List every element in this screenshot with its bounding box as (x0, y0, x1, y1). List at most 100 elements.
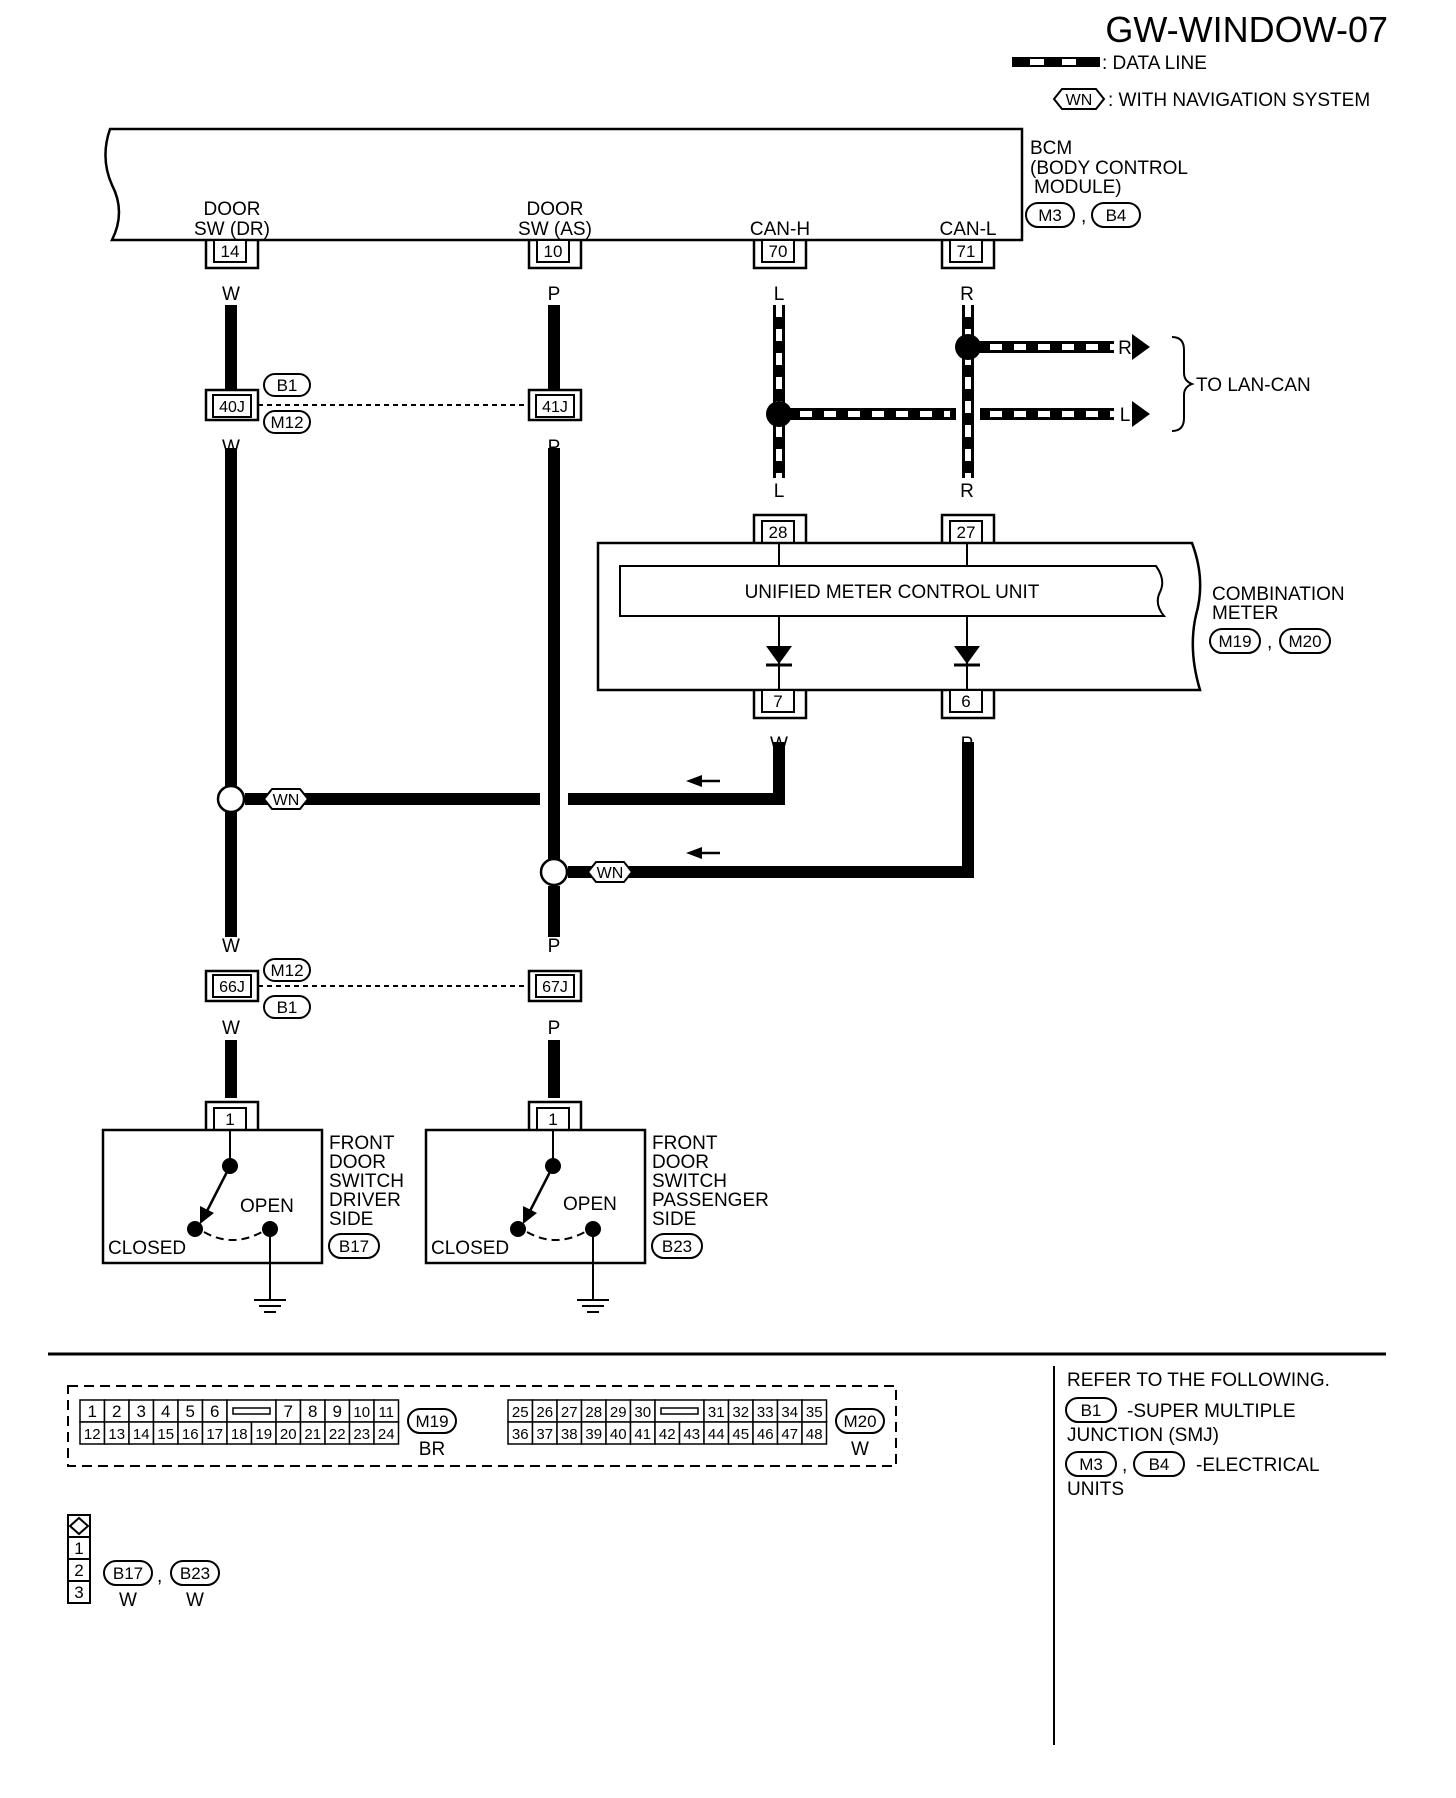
separator: , (157, 1566, 162, 1587)
wire-color-label: P (548, 437, 561, 458)
switch-name: PASSENGER (652, 1190, 769, 1211)
connector-pin-number: 30 (634, 1404, 651, 1421)
connector-id-tag: M19 (407, 1408, 457, 1434)
diode-icon (766, 646, 792, 667)
junction-connector-tag: B1 (263, 373, 311, 397)
refer-heading: REFER TO THE FOLLOWING. (1067, 1370, 1330, 1391)
switch-name: SWITCH (329, 1171, 404, 1192)
bcm-box (104, 127, 1024, 242)
svg-text:M20: M20 (1288, 632, 1321, 651)
switch-name: SIDE (652, 1209, 696, 1230)
svg-text:1: 1 (74, 1539, 83, 1558)
switch-connector-tag: B17 (328, 1233, 380, 1259)
terminal-label: CAN-L (939, 219, 996, 240)
wn-branch-passenger (568, 742, 974, 878)
connector-pin-number: 46 (757, 1426, 774, 1443)
connector-pin-number: 33 (757, 1404, 774, 1421)
splice-point (216, 784, 246, 814)
connector-pin-number: 21 (304, 1426, 321, 1443)
switch-lever-icon (200, 1165, 232, 1224)
meter-name: METER (1212, 603, 1279, 624)
connector-color: W (119, 1590, 137, 1611)
wire-color-label: W (222, 437, 240, 458)
connector-pin-number: 18 (231, 1426, 248, 1443)
connector-key-icon (232, 1407, 271, 1415)
connector-pin-number: 13 (108, 1426, 125, 1443)
junction-connector-tag: M12 (263, 410, 311, 434)
svg-text:10: 10 (544, 242, 563, 261)
connector-pin-number: 1 (88, 1402, 97, 1421)
svg-text:28: 28 (769, 523, 788, 542)
switch-lever-icon (523, 1165, 555, 1224)
connector-pin-number: 41 (634, 1426, 651, 1443)
bcm-connector-tag: B4 (1091, 202, 1141, 228)
junction-pin-box: 40J (204, 388, 260, 422)
connector-pin-number: 37 (536, 1426, 553, 1443)
refer-tag: B4 (1133, 1451, 1185, 1477)
junction-connector-tag: M12 (263, 958, 311, 982)
wn-tag: WN (262, 788, 310, 810)
connector-pin-number: 9 (333, 1402, 342, 1421)
connector-pin-number: 11 (378, 1404, 394, 1421)
refer-tag: M3 (1065, 1451, 1117, 1477)
lan-can-label: TO LAN-CAN (1196, 375, 1311, 396)
svg-text:M3: M3 (1038, 206, 1062, 225)
svg-text:27: 27 (957, 523, 976, 542)
svg-text:66J: 66J (219, 979, 245, 996)
connector-pin-number: 25 (512, 1404, 529, 1421)
data-line-legend-icon (1012, 57, 1100, 67)
switch-state-open: OPEN (240, 1196, 294, 1217)
front-door-switch-driver-box (101, 1128, 324, 1265)
svg-text:2: 2 (74, 1561, 83, 1580)
svg-text:7: 7 (773, 692, 782, 711)
terminal-label: DOOR (527, 199, 584, 220)
connector-pin-number: 34 (781, 1404, 798, 1421)
svg-text:40J: 40J (219, 399, 245, 416)
svg-text:M19: M19 (415, 1412, 448, 1431)
wire-color-label: P (961, 734, 974, 755)
terminal-label: SW (DR) (194, 219, 270, 240)
svg-text:M12: M12 (270, 413, 303, 432)
junction-pin-box: 66J (204, 969, 260, 1003)
meter-name: COMBINATION (1212, 584, 1345, 605)
svg-text:WN: WN (1066, 92, 1093, 109)
wn-branch-driver (245, 742, 785, 805)
connector-id-tag: B23 (170, 1560, 220, 1586)
connector-id-tag: B17 (103, 1560, 153, 1586)
connector-pin-number: 45 (732, 1426, 749, 1443)
switch-pin-box: 1 (204, 1100, 260, 1131)
wn-tag: WN (586, 861, 634, 883)
connector-pin-number: 28 (585, 1404, 602, 1421)
switch-name: DRIVER (329, 1190, 401, 1211)
svg-text:B23: B23 (180, 1564, 210, 1583)
connector-pin-number: 22 (329, 1426, 346, 1443)
wire-color-label: W (770, 734, 788, 755)
connector-pin-number: 31 (708, 1404, 725, 1421)
svg-text:M19: M19 (1218, 632, 1251, 651)
lan-can-l-line (779, 401, 1150, 427)
connector-pin-number: 17 (206, 1426, 223, 1443)
diagram-title: GW-WINDOW-07 (1105, 9, 1388, 50)
refer-text: -SUPER MULTIPLE (1127, 1401, 1296, 1422)
wire-color-label: L (1120, 405, 1131, 426)
switch-pin-box: 1 (527, 1100, 583, 1131)
refer-text: -ELECTRICAL (1196, 1455, 1320, 1476)
signal-direction-arrow (686, 775, 720, 787)
wire-color-label: P (548, 284, 561, 305)
junction-pin-box: 41J (527, 388, 583, 422)
svg-text:WN: WN (273, 792, 300, 809)
svg-text:B4: B4 (1149, 1455, 1170, 1474)
connector-pin-number: 24 (378, 1426, 395, 1443)
junction-connector-tag: B1 (263, 995, 311, 1019)
connector-pin-number: 14 (133, 1426, 150, 1443)
connector-pin-number: 5 (186, 1402, 195, 1421)
svg-text:B1: B1 (277, 998, 298, 1017)
splice-point (766, 401, 792, 427)
wire-color-label: R (960, 481, 974, 502)
switch-contact (510, 1221, 526, 1237)
svg-text:67J: 67J (542, 979, 568, 996)
meter-connector-tag: M19 (1209, 628, 1261, 654)
connector-pin-number: 38 (561, 1426, 578, 1443)
connector-color: W (186, 1590, 204, 1611)
